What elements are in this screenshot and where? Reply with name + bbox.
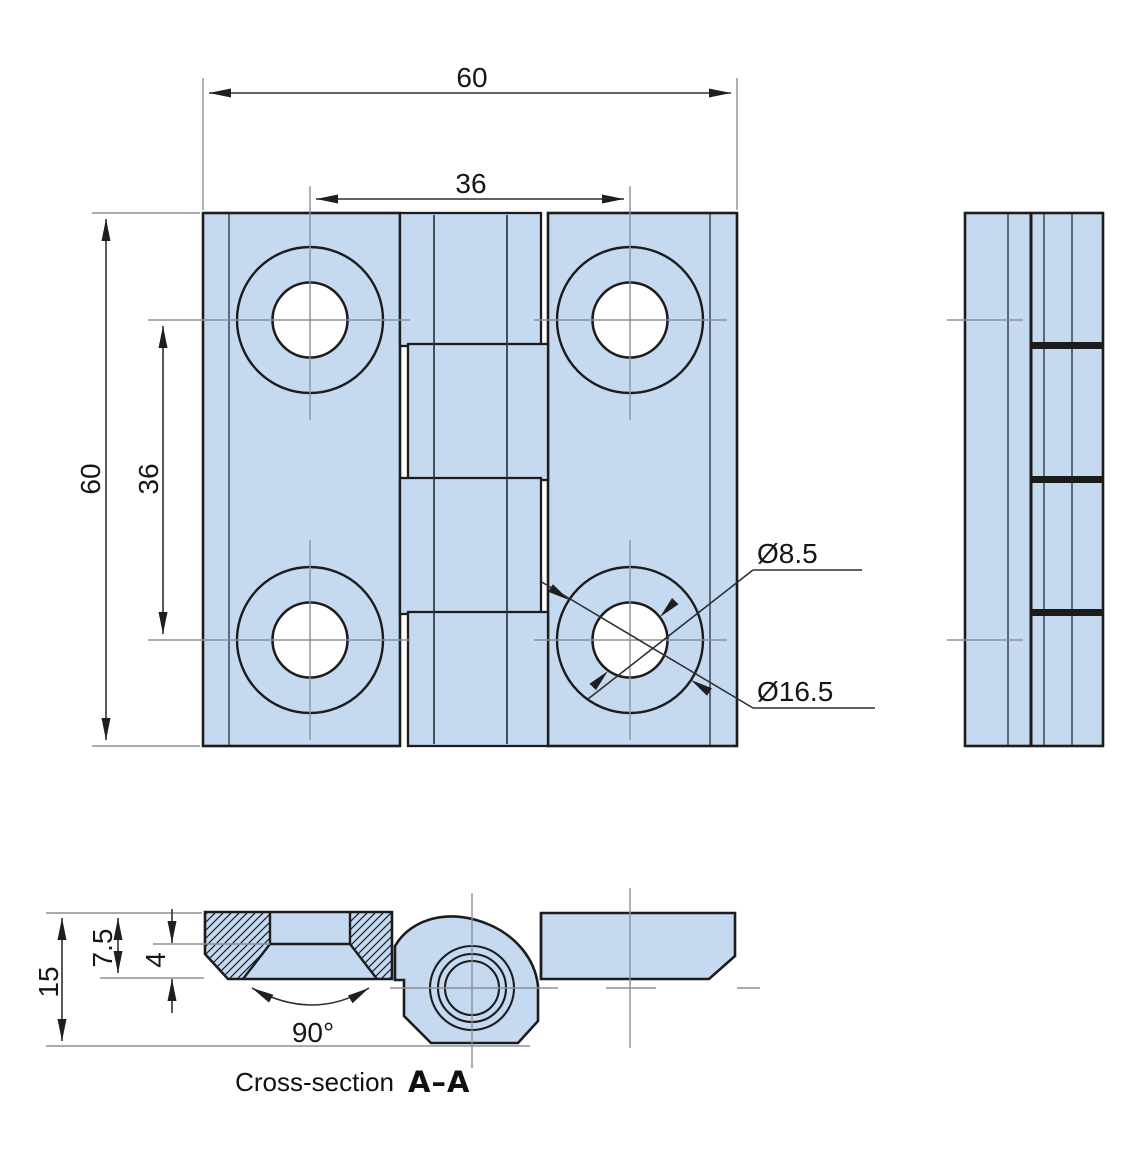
dim-hole-spacing-vertical: 36 — [133, 463, 164, 494]
dim-hole-spacing-horizontal: 36 — [455, 168, 486, 199]
callout-counterbore-diameter: Ø16.5 — [757, 676, 833, 707]
dim-seat-depth: 4 — [140, 952, 171, 968]
side-view — [947, 211, 1105, 748]
knuckle-segment — [406, 342, 550, 482]
hatch-left — [205, 912, 270, 979]
dim-arc-countersink-angle — [251, 987, 370, 1006]
section-centerlines — [390, 888, 760, 1068]
arrowhead — [589, 671, 608, 690]
section-dimensions: 15 7.5 4 90° — [33, 909, 530, 1048]
section-right-leaf — [539, 911, 737, 981]
hatch-right — [350, 912, 392, 979]
dim-overall-width: 60 — [456, 62, 487, 93]
dim-total-thickness: 15 — [33, 966, 64, 997]
side-knuckle-joint — [1032, 609, 1102, 616]
arrowhead — [691, 680, 712, 696]
diameter-callouts: Ø8.5 Ø16.5 — [539, 538, 875, 709]
section-barrel — [393, 915, 540, 1045]
callout-hole-diameter: Ø8.5 — [757, 538, 818, 569]
side-knuckle-joint — [1032, 476, 1102, 483]
knuckle-segment — [398, 211, 543, 348]
knuckle-segment — [406, 610, 550, 748]
front-dimensions: 60 36 60 36 Ø8.5 Ø16.5 — [75, 62, 875, 747]
cross-section-view: 15 7.5 4 90° Cross-section A–A — [33, 888, 760, 1099]
section-caption: Cross-section — [235, 1067, 394, 1097]
centerlines — [148, 186, 727, 740]
side-knuckle-joint — [1032, 342, 1102, 349]
front-view — [148, 186, 739, 748]
dim-leaf-thickness: 7.5 — [87, 929, 118, 968]
side-centerline-stubs — [947, 319, 1023, 641]
arrowhead — [660, 598, 679, 617]
dim-overall-height: 60 — [75, 463, 106, 494]
dim-countersink-angle: 90° — [292, 1017, 334, 1048]
knuckle-segment — [398, 476, 543, 616]
arrowhead — [548, 584, 569, 600]
section-label: A–A — [408, 1065, 470, 1099]
